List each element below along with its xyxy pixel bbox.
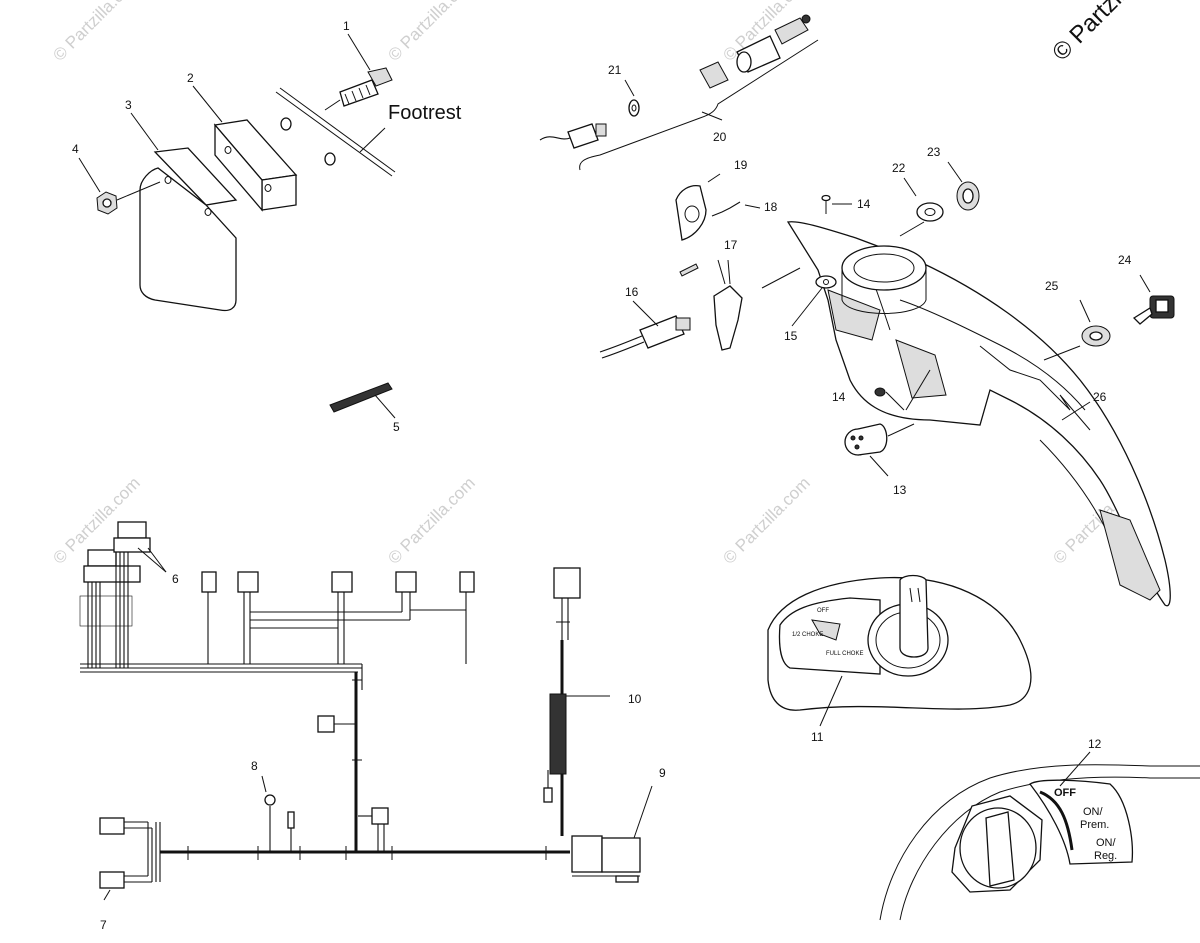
washer-part-22 bbox=[916, 202, 944, 222]
callout-4: 4 bbox=[72, 142, 79, 156]
callout-2: 2 bbox=[187, 71, 194, 85]
choke-full-label: FULL CHOKE bbox=[826, 651, 863, 657]
handlebar-housing-part-26 bbox=[786, 221, 1171, 607]
callout-8: 8 bbox=[251, 759, 258, 773]
connector bbox=[317, 715, 335, 733]
connector bbox=[371, 807, 389, 825]
bracket-part-19 bbox=[675, 184, 707, 241]
fuel-off-label: OFF bbox=[1054, 787, 1076, 799]
callout-7: 7 bbox=[100, 918, 107, 932]
fuel-on-reg-label-2: Reg. bbox=[1094, 850, 1117, 862]
callout-24: 24 bbox=[1118, 253, 1132, 267]
screw-part-14 bbox=[821, 194, 852, 214]
harness-branch-part-10 bbox=[543, 567, 610, 836]
callout-14-top: 14 bbox=[857, 197, 871, 211]
choke-half-label: 1/2 CHOKE bbox=[792, 632, 823, 638]
key-part-24 bbox=[1132, 274, 1175, 325]
callout-1: 1 bbox=[343, 19, 350, 33]
lever-part-17 bbox=[713, 285, 743, 351]
spacer-block-part-2 bbox=[213, 119, 298, 212]
connector bbox=[459, 571, 475, 593]
connector bbox=[395, 571, 417, 593]
handlebar-group bbox=[599, 161, 1175, 607]
bolt-part-1 bbox=[339, 67, 393, 107]
connector-part-6 bbox=[83, 521, 167, 583]
callout-14-bottom: 14 bbox=[832, 390, 846, 404]
fuel-valve-panel-part-12: OFF ON/ Prem. ON/ Reg. bbox=[879, 751, 1200, 921]
group-brace bbox=[579, 39, 819, 171]
watermark: © Partzilla.com bbox=[384, 473, 478, 567]
callout-25: 25 bbox=[1045, 279, 1059, 293]
callout-16: 16 bbox=[625, 285, 639, 299]
callout-17: 17 bbox=[724, 238, 738, 252]
callout-11: 11 bbox=[811, 730, 824, 744]
callout-12: 12 bbox=[1088, 737, 1102, 751]
callout-21: 21 bbox=[608, 63, 622, 77]
watermark: © Partzilla.com bbox=[49, 0, 143, 65]
callout-3: 3 bbox=[125, 98, 132, 112]
washer bbox=[324, 152, 336, 166]
nut-part-4 bbox=[96, 191, 118, 215]
callout-22: 22 bbox=[892, 161, 906, 175]
screw-part-14 bbox=[874, 387, 886, 397]
wire-harness bbox=[79, 521, 653, 901]
spring-part-18 bbox=[711, 201, 741, 217]
plug-group bbox=[539, 14, 819, 171]
callout-6: 6 bbox=[172, 572, 179, 586]
callout-20: 20 bbox=[713, 130, 727, 144]
pin bbox=[679, 263, 699, 277]
washer bbox=[280, 117, 292, 131]
connector bbox=[201, 571, 217, 593]
callout-9: 9 bbox=[659, 766, 666, 780]
connector bbox=[331, 571, 353, 593]
strap-part-5 bbox=[329, 382, 393, 413]
connector-part-7 bbox=[99, 817, 161, 901]
callout-13: 13 bbox=[893, 483, 907, 497]
callout-10: 10 bbox=[628, 692, 642, 706]
footrest-group: Footrest bbox=[96, 67, 462, 312]
fuel-on-prem-label-2: Prem. bbox=[1080, 819, 1109, 831]
callouts: 1 2 3 4 5 6 7 8 9 10 11 12 13 14 14 15 1… bbox=[72, 19, 1132, 932]
callout-26: 26 bbox=[1093, 390, 1107, 404]
watermark: © Partzilla.com bbox=[719, 473, 813, 567]
callout-23: 23 bbox=[927, 145, 941, 159]
callout-15: 15 bbox=[784, 329, 798, 343]
callout-19: 19 bbox=[734, 158, 748, 172]
footrest-pad-part-3 bbox=[139, 147, 238, 312]
footrest-line bbox=[275, 91, 393, 177]
choke-off-label: OFF bbox=[817, 608, 829, 614]
ring-terminal-part-8 bbox=[261, 775, 295, 852]
throttle-cable-part-16 bbox=[601, 341, 645, 359]
washer-part-21 bbox=[628, 99, 640, 117]
choke-panel-part-11: OFF 1/2 CHOKE FULL CHOKE bbox=[767, 574, 1032, 727]
switch-part-13 bbox=[844, 423, 915, 477]
fuel-on-reg-label-1: ON/ bbox=[1096, 837, 1117, 849]
footrest-label: Footrest bbox=[388, 102, 462, 124]
connector-part-9 bbox=[571, 785, 653, 883]
connector bbox=[237, 571, 259, 593]
fuel-on-prem-label-1: ON/ bbox=[1083, 806, 1104, 818]
temp-sensor-part bbox=[567, 123, 599, 149]
callout-18: 18 bbox=[764, 200, 778, 214]
watermark: © Partzilla.com bbox=[384, 0, 478, 65]
callout-5: 5 bbox=[393, 420, 400, 434]
copyright-mark: © Partzilla bbox=[1047, 0, 1144, 66]
nut bbox=[699, 61, 729, 89]
